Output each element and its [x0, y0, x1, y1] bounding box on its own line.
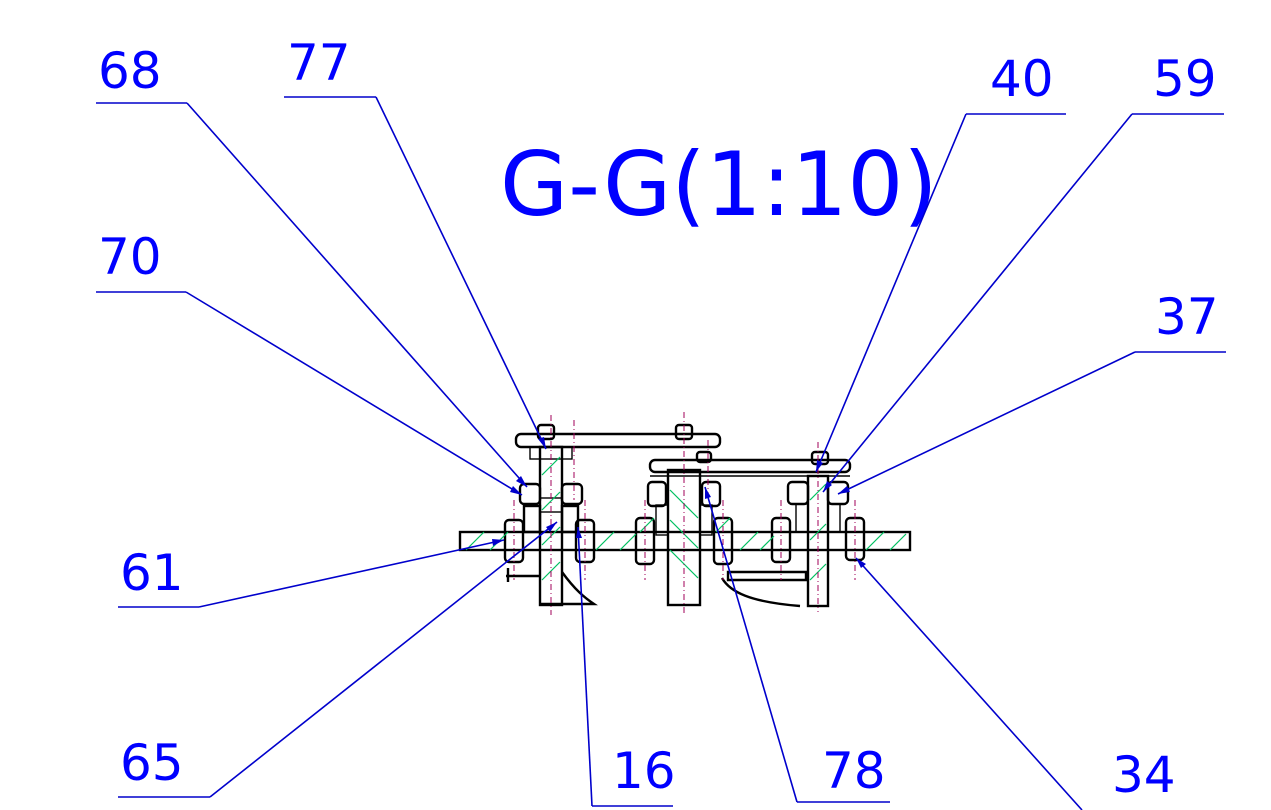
svg-text:34: 34 — [1112, 746, 1176, 804]
callout-70: 70 — [96, 228, 523, 496]
svg-text:77: 77 — [287, 34, 351, 92]
svg-text:40: 40 — [990, 50, 1054, 108]
svg-text:59: 59 — [1153, 50, 1217, 108]
callout-16: 16 — [576, 526, 676, 807]
right-shaft — [806, 474, 830, 608]
callout-65: 65 — [118, 521, 558, 798]
svg-text:16: 16 — [612, 742, 676, 800]
lower-link-plate — [648, 458, 852, 474]
callout-68: 68 — [96, 42, 528, 488]
svg-text:78: 78 — [822, 742, 886, 800]
mechanism-assembly — [458, 412, 912, 615]
svg-text:37: 37 — [1155, 288, 1219, 346]
callout-40: 40 — [815, 50, 1066, 473]
callout-34: 34 — [855, 557, 1176, 810]
callout-61: 61 — [118, 539, 505, 608]
callout-59: 59 — [822, 50, 1224, 493]
callout-77: 77 — [284, 34, 547, 450]
callout-78: 78 — [704, 486, 890, 803]
callout-37: 37 — [837, 288, 1226, 495]
svg-text:68: 68 — [98, 42, 162, 100]
upper-link-plate — [514, 432, 722, 449]
section-title: G-G(1:10) — [500, 133, 938, 236]
svg-text:70: 70 — [98, 228, 162, 286]
base-plate — [458, 530, 912, 552]
svg-text:61: 61 — [120, 544, 184, 602]
svg-text:65: 65 — [120, 734, 184, 792]
